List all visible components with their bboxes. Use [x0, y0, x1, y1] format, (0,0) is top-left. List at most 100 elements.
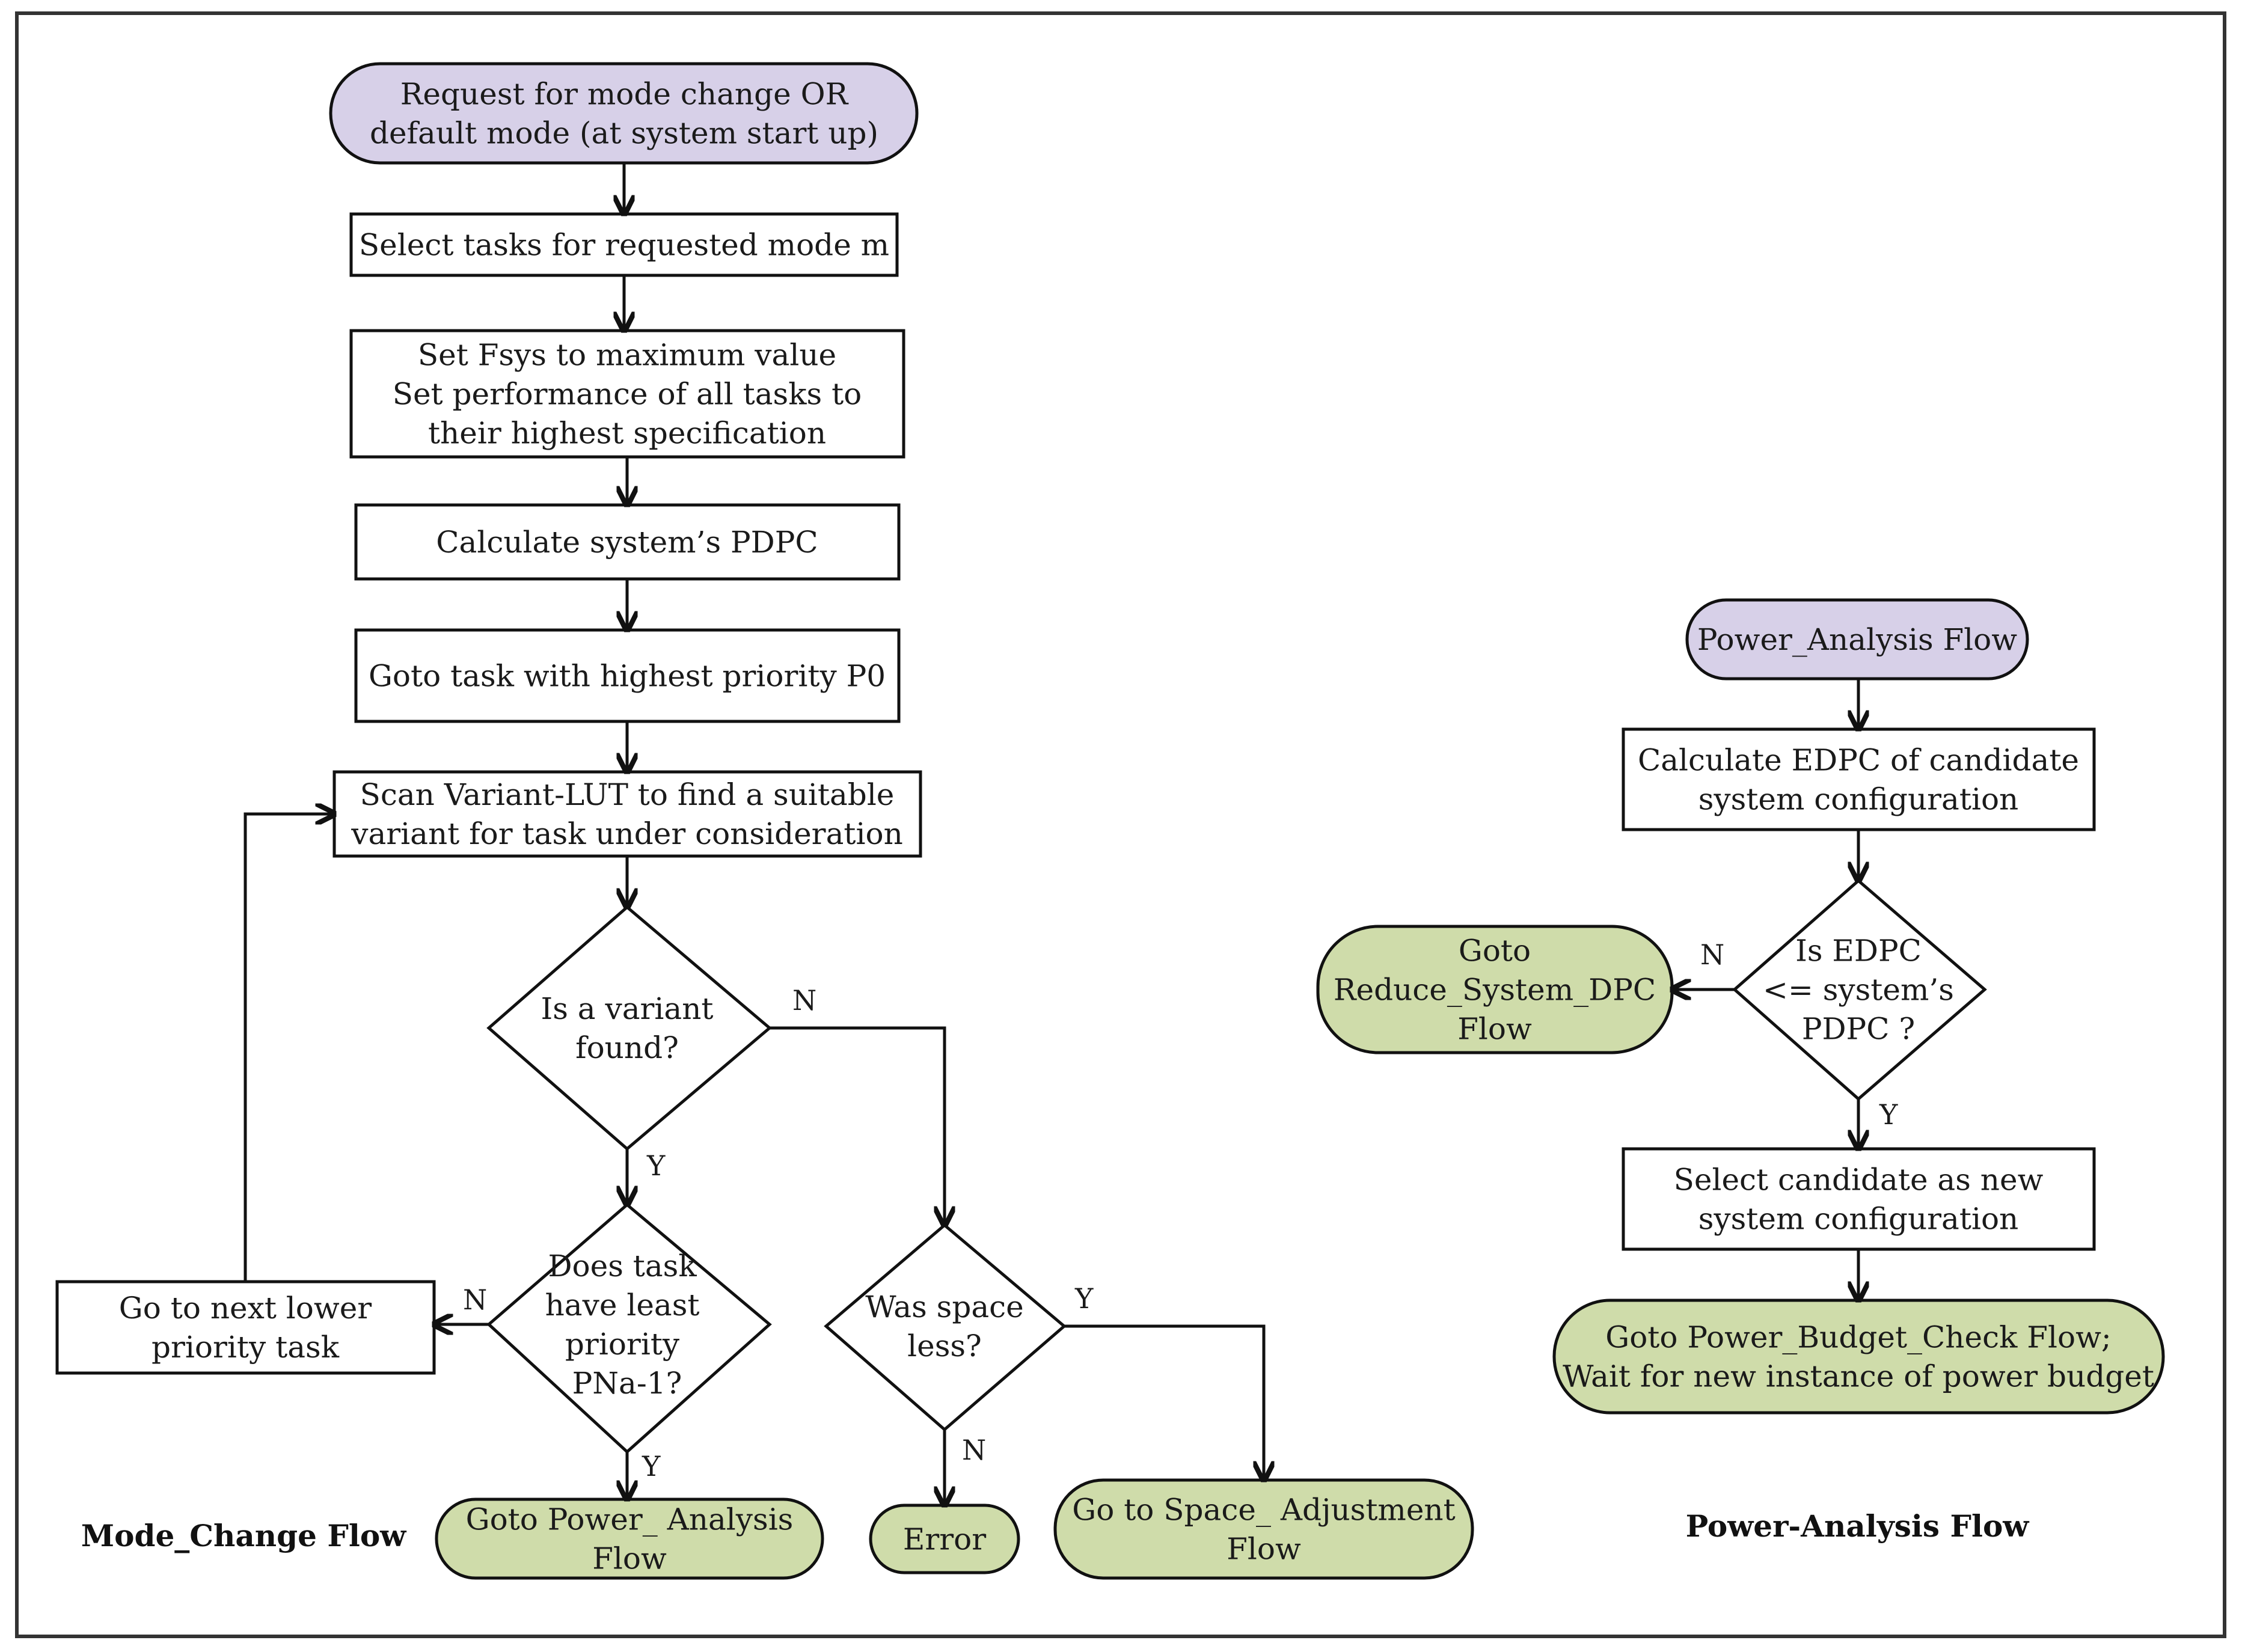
node-label: Does task have least priority PNa-1?	[545, 1249, 709, 1401]
select-tasks-label: Select tasks for requested mode m	[359, 228, 889, 263]
node-label: Goto Power_Budget_Check Flow; Wait for ne…	[1563, 1320, 2154, 1394]
label-line: Set Fsys to maximum value	[418, 338, 836, 373]
label-edpc-no: N	[1700, 938, 1724, 971]
label-variant-yes: Y	[646, 1149, 666, 1182]
edge-space-yes	[1064, 1324, 1264, 1480]
node-power-start: Power_Analysis Flow	[1685, 598, 2029, 681]
least-priority-line-1: Does task	[548, 1249, 697, 1283]
process-shape	[1622, 727, 2096, 831]
node-label: Select tasks for requested mode m	[359, 228, 889, 263]
node-goto-highest: Goto task with highest priority P0	[354, 628, 901, 723]
node-label: Error	[903, 1522, 986, 1557]
node-calc-pdpc: Calculate system’s PDPC	[354, 503, 901, 581]
terminal-goto-budget: Goto Power_Budget_Check Flow; Wait for ne…	[1552, 1299, 2165, 1415]
node-label: Scan Variant-LUT to find a suitable varia…	[351, 777, 903, 851]
decision-shape	[824, 1223, 1067, 1432]
label-line: default mode (at system start up)	[370, 116, 878, 151]
label-line: Goto task with highest priority P0	[369, 659, 886, 694]
label-line: Was space	[865, 1289, 1023, 1324]
power-analysis-edges	[1672, 679, 1858, 1300]
label-line: Set performance of all tasks to	[393, 377, 862, 412]
label-line: Select candidate as new	[1674, 1163, 2044, 1198]
process-shape	[349, 212, 899, 277]
label-line: Wait for new instance of power budget	[1563, 1359, 2154, 1394]
decision-least-priority: Does task have least priority PNa-1?	[486, 1202, 772, 1454]
node-select-candidate: Select candidate as new system configurat…	[1622, 1147, 2096, 1251]
label-line: variant for task under consideration	[351, 816, 903, 851]
node-label: Calculate system’s PDPC	[436, 525, 818, 560]
label-variant-no: N	[792, 984, 816, 1017]
decision-shape	[486, 905, 772, 1151]
label-line: Goto Power_Budget_Check Flow;	[1605, 1320, 2111, 1355]
process-shape	[349, 329, 905, 459]
process-shape	[332, 770, 922, 858]
label-line: Is a variant	[541, 991, 713, 1026]
label-line: Go to Space_ Adjustment	[1072, 1493, 1455, 1528]
node-label: Was space less?	[865, 1289, 1023, 1363]
label-line: found?	[575, 1030, 679, 1065]
label-line: Reduce_System_DPC	[1334, 973, 1656, 1008]
node-next-lower: Go to next lower priority task	[55, 1280, 436, 1375]
least-priority-line-4: PNa-1?	[572, 1366, 682, 1401]
terminal-error: Error	[869, 1504, 1020, 1574]
edge-loop-back	[243, 814, 334, 1282]
label-line: Flow	[592, 1541, 667, 1576]
label-line: less?	[907, 1329, 982, 1363]
label-line: Scan Variant-LUT to find a suitable	[360, 777, 895, 812]
node-label: Is a variant found?	[541, 991, 713, 1065]
node-select-tasks: Select tasks for requested mode m	[349, 212, 899, 277]
least-priority-line-2: have least	[545, 1288, 700, 1323]
diagram-frame	[15, 11, 2226, 1638]
node-label: Power_Analysis Flow	[1697, 622, 2017, 657]
label-line: PDPC ?	[1802, 1012, 1915, 1047]
label-line: Flow	[1227, 1532, 1301, 1567]
caption-mode-change: Mode_Change Flow	[81, 1518, 407, 1553]
label-line: <= system’s	[1763, 973, 1954, 1008]
mode-change-edges	[243, 163, 1264, 1505]
label-least-no: N	[463, 1283, 487, 1316]
label-line: Error	[903, 1522, 986, 1557]
label-line: Calculate EDPC of candidate	[1638, 743, 2079, 778]
label-line: Flow	[1457, 1012, 1532, 1047]
node-calc-edpc: Calculate EDPC of candidate system config…	[1622, 727, 2096, 831]
label-line: Power_Analysis Flow	[1697, 622, 2017, 657]
label-edpc-yes: Y	[1879, 1098, 1898, 1131]
label-line: Is EDPC	[1795, 934, 1922, 968]
node-label: Go to next lower priority task	[119, 1291, 372, 1365]
label-least-yes: Y	[642, 1450, 661, 1482]
label-line: system configuration	[1698, 782, 2019, 817]
label-space-no: N	[962, 1434, 986, 1466]
label-line: priority task	[152, 1330, 340, 1365]
label-line: their highest specification	[428, 416, 826, 451]
label-line: Goto Power_ Analysis	[466, 1502, 794, 1537]
node-label: Request for mode change OR default mode (…	[370, 77, 878, 151]
caption-power-analysis: Power-Analysis Flow	[1686, 1508, 2030, 1544]
node-mode-request: Request for mode change OR default mode (…	[329, 62, 919, 165]
node-label: Goto task with highest priority P0	[369, 659, 886, 694]
label-line: Goto	[1459, 934, 1531, 968]
label-line: system configuration	[1698, 1202, 2019, 1237]
least-priority-line-3: priority	[565, 1327, 680, 1362]
process-shape	[354, 628, 901, 723]
edge-variant-no	[770, 1026, 945, 1225]
node-label: Select candidate as new system configurat…	[1674, 1163, 2044, 1237]
label-space-yes: Y	[1074, 1282, 1094, 1315]
terminal-shape	[1552, 1299, 2165, 1415]
label-line: Request for mode change OR	[400, 77, 849, 112]
node-label: Calculate EDPC of candidate system config…	[1638, 743, 2079, 817]
decision-space-less: Was space less?	[824, 1223, 1067, 1432]
decision-variant-found: Is a variant found?	[486, 905, 772, 1151]
label-line: Go to next lower	[119, 1291, 372, 1326]
label-line: Calculate system’s PDPC	[436, 525, 818, 560]
